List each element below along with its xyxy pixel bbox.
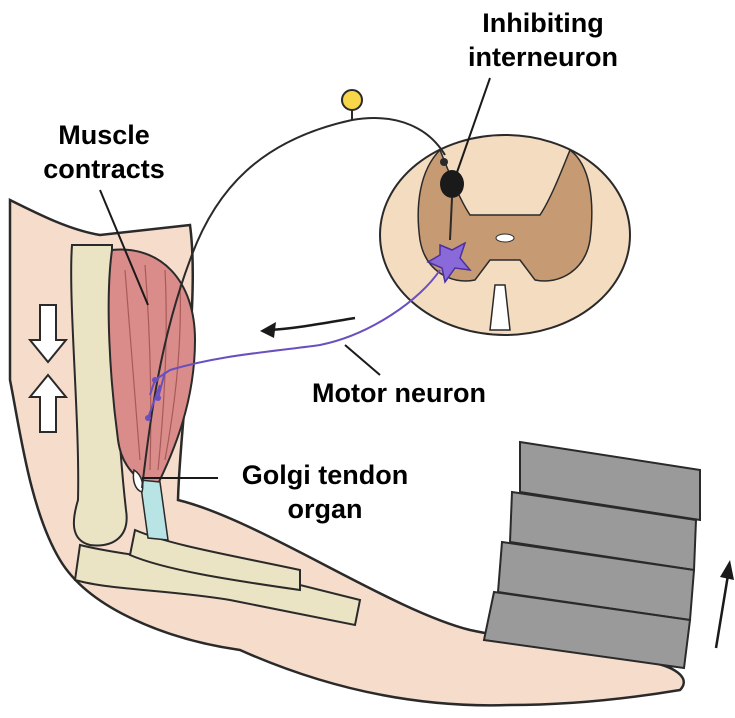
sensory-cell-body	[342, 90, 362, 110]
motor-arrow-head	[260, 322, 276, 338]
lift-arrow-head	[720, 560, 734, 580]
central-canal	[496, 234, 514, 242]
muscle-line1: Muscle	[24, 118, 184, 152]
golgi-line2: organ	[222, 492, 428, 526]
label-motor-neuron: Motor neuron	[312, 376, 486, 410]
golgi-line1: Golgi tendon	[222, 458, 428, 492]
label-muscle-contracts: Muscle contracts	[24, 118, 184, 186]
label-golgi-tendon-organ: Golgi tendon organ	[222, 458, 428, 526]
weight-stack	[484, 442, 700, 668]
interneuron-cell-body	[440, 170, 464, 198]
inhibiting-line2: interneuron	[438, 40, 648, 74]
endplate-dot	[145, 415, 151, 421]
inhibiting-line1: Inhibiting	[438, 6, 648, 40]
endplate-dot	[155, 395, 161, 401]
muscle-line2: contracts	[24, 152, 184, 186]
label-inhibiting-interneuron: Inhibiting interneuron	[438, 6, 648, 74]
sensory-terminal	[440, 158, 448, 166]
lift-arrow-shaft	[716, 575, 728, 648]
endplate-dot	[152, 377, 158, 383]
leader-motor-neuron	[345, 345, 380, 375]
motor-direction-arrow	[270, 318, 355, 330]
